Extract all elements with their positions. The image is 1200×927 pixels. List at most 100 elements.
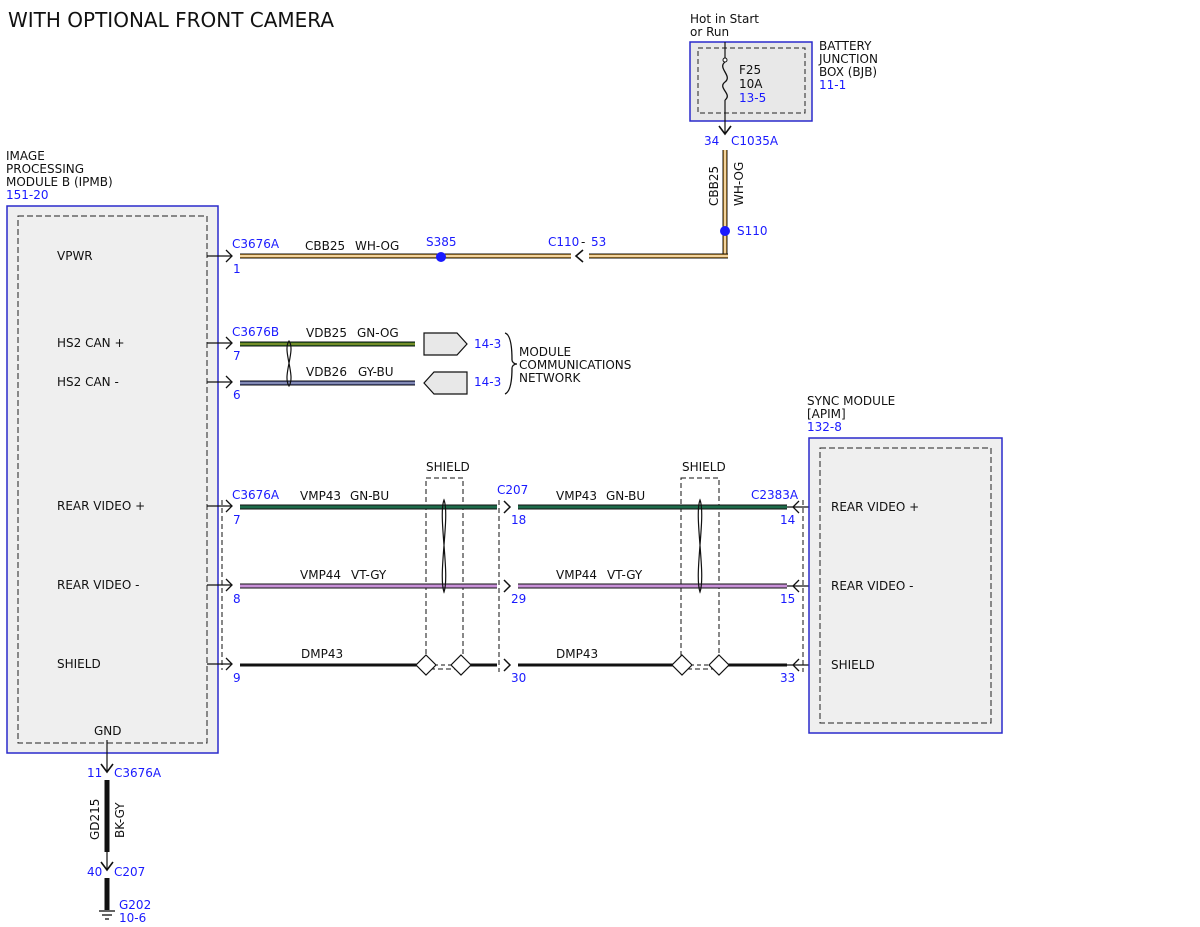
video-plus-mid-pin: 18 — [511, 513, 526, 527]
video-left-connector: C3676A — [232, 488, 280, 502]
splice-s385 — [436, 252, 446, 262]
ipmb-pin-hs2-can-plus: HS2 CAN + — [57, 336, 125, 350]
shield-label-right: SHIELD — [682, 460, 726, 474]
inline-connector-label: C110 — [548, 235, 579, 249]
sync-label-line1: SYNC MODULE — [807, 394, 895, 408]
video-minus-right-pin: 15 — [780, 592, 795, 606]
video-minus-color-right: VT-GY — [607, 568, 643, 582]
shield-label-left: SHIELD — [426, 460, 470, 474]
ipmb-gnd-label: GND — [94, 724, 122, 738]
inline-connector-c110 — [574, 249, 584, 263]
ipmb-pin-shield: SHIELD — [57, 657, 101, 671]
sync-label-line2: [APIM] — [807, 407, 846, 421]
ground-symbol-icon — [99, 910, 115, 920]
gnd-pin-top: 11 — [87, 766, 102, 780]
supply-label-line1: Hot in Start — [690, 12, 759, 26]
video-twist-right-icon — [697, 498, 703, 594]
ipmb-ref: 151-20 — [6, 188, 49, 202]
inline-connector-pin: 53 — [591, 235, 606, 249]
ipmb-label-line2: PROCESSING — [6, 162, 84, 176]
shield-box-left — [425, 477, 464, 670]
video-minus-left-pin: 8 — [233, 592, 241, 606]
vpwr-pin: 1 — [233, 262, 241, 276]
drain-circuit-left: DMP43 — [301, 647, 343, 661]
gnd-connector-top: C3676A — [114, 766, 162, 780]
vpwr-circuit-label: CBB25 — [305, 239, 345, 253]
video-plus-color-left: GN-BU — [350, 489, 389, 503]
shield-box-right — [680, 477, 720, 670]
bjb-pin: 34 — [704, 134, 719, 148]
drain-left-pin: 9 — [233, 671, 241, 685]
ipmb-pin-rear-video-minus: REAR VIDEO - — [57, 578, 139, 592]
video-minus-circuit-left: VMP44 — [300, 568, 341, 582]
can-connector: C3676B — [232, 325, 279, 339]
vpwr-connector: C3676A — [232, 237, 280, 251]
fuse-name: F25 — [739, 63, 761, 77]
bjb-box — [689, 41, 813, 122]
gnd-circuit-label: GD215 — [88, 799, 102, 840]
ipmb-pin-hs2-can-minus: HS2 CAN - — [57, 375, 119, 389]
can-plus-circuit: VDB25 — [306, 326, 347, 340]
video-plus-circuit-left: VMP43 — [300, 489, 341, 503]
can-plus-ref: 14-3 — [474, 337, 501, 351]
network-label-line3: NETWORK — [519, 371, 582, 385]
sync-pin-rear-video-minus: REAR VIDEO - — [831, 579, 913, 593]
can-minus-pin: 6 — [233, 388, 241, 402]
bjb-inner-box — [697, 47, 806, 114]
ipmb-label-line1: IMAGE — [6, 149, 45, 163]
vertical-circuit-label: CBB25 — [707, 166, 721, 206]
network-label-line1: MODULE — [519, 345, 571, 359]
fuse-rating: 10A — [739, 77, 763, 91]
bjb-label-line1: BATTERY — [819, 39, 872, 53]
can-minus-color: GY-BU — [358, 365, 394, 379]
splice-s110 — [720, 226, 730, 236]
sync-pin-rear-video-plus: REAR VIDEO + — [831, 500, 919, 514]
gnd-connector-arrow-icon — [100, 763, 114, 774]
video-minus-mid-pin: 29 — [511, 592, 526, 606]
fuse-ref: 13-5 — [739, 91, 766, 105]
video-plus-right-pin: 14 — [780, 513, 795, 527]
bjb-connector: C1035A — [731, 134, 779, 148]
network-label-line2: COMMUNICATIONS — [519, 358, 631, 372]
can-minus-offpage-arrow-icon — [423, 371, 468, 395]
can-plus-offpage-arrow-icon — [423, 332, 468, 356]
ipmb-pin-stubs — [207, 249, 233, 671]
inline-connector-sep: - — [581, 235, 585, 249]
sync-pin-shield: SHIELD — [831, 658, 875, 672]
drain-right-pin: 33 — [780, 671, 795, 685]
drain-mid-pin: 30 — [511, 671, 526, 685]
ground-ref: 10-6 — [119, 911, 146, 925]
can-minus-ref: 14-3 — [474, 375, 501, 389]
shield-termination-icons — [415, 654, 730, 676]
video-plus-color-right: GN-BU — [606, 489, 645, 503]
can-plus-pin: 7 — [233, 349, 241, 363]
video-minus-color-left: VT-GY — [351, 568, 387, 582]
sync-inner-box — [819, 447, 992, 724]
video-right-connector: C2383A — [751, 488, 799, 502]
gnd-pin-bottom: 40 — [87, 865, 102, 879]
video-mid-connector: C207 — [497, 483, 528, 497]
video-minus-circuit-right: VMP44 — [556, 568, 597, 582]
drain-circuit-right: DMP43 — [556, 647, 598, 661]
bjb-label-line2: JUNCTION — [818, 52, 878, 66]
sync-ref: 132-8 — [807, 420, 842, 434]
supply-label-line2: or Run — [690, 25, 729, 39]
twisted-pair-icon — [286, 340, 292, 388]
ipmb-module-box — [6, 205, 219, 754]
can-plus-color: GN-OG — [357, 326, 399, 340]
fuse-icon — [722, 61, 728, 101]
vpwr-color-label: WH-OG — [355, 239, 399, 253]
ipmb-label-line3: MODULE B (IPMB) — [6, 175, 113, 189]
diagram-title: WITH OPTIONAL FRONT CAMERA — [8, 8, 334, 32]
video-plus-circuit-right: VMP43 — [556, 489, 597, 503]
bjb-ref: 11-1 — [819, 78, 846, 92]
ipmb-pin-rear-video-plus: REAR VIDEO + — [57, 499, 145, 513]
gnd-color-label: BK-GY — [113, 802, 127, 838]
gnd-connector-bottom: C207 — [114, 865, 145, 879]
ipmb-inner-box — [17, 215, 208, 744]
can-minus-circuit: VDB26 — [306, 365, 347, 379]
bjb-label-line3: BOX (BJB) — [819, 65, 877, 79]
splice-s110-label: S110 — [737, 224, 768, 238]
connector-arrow-icon — [718, 125, 732, 136]
